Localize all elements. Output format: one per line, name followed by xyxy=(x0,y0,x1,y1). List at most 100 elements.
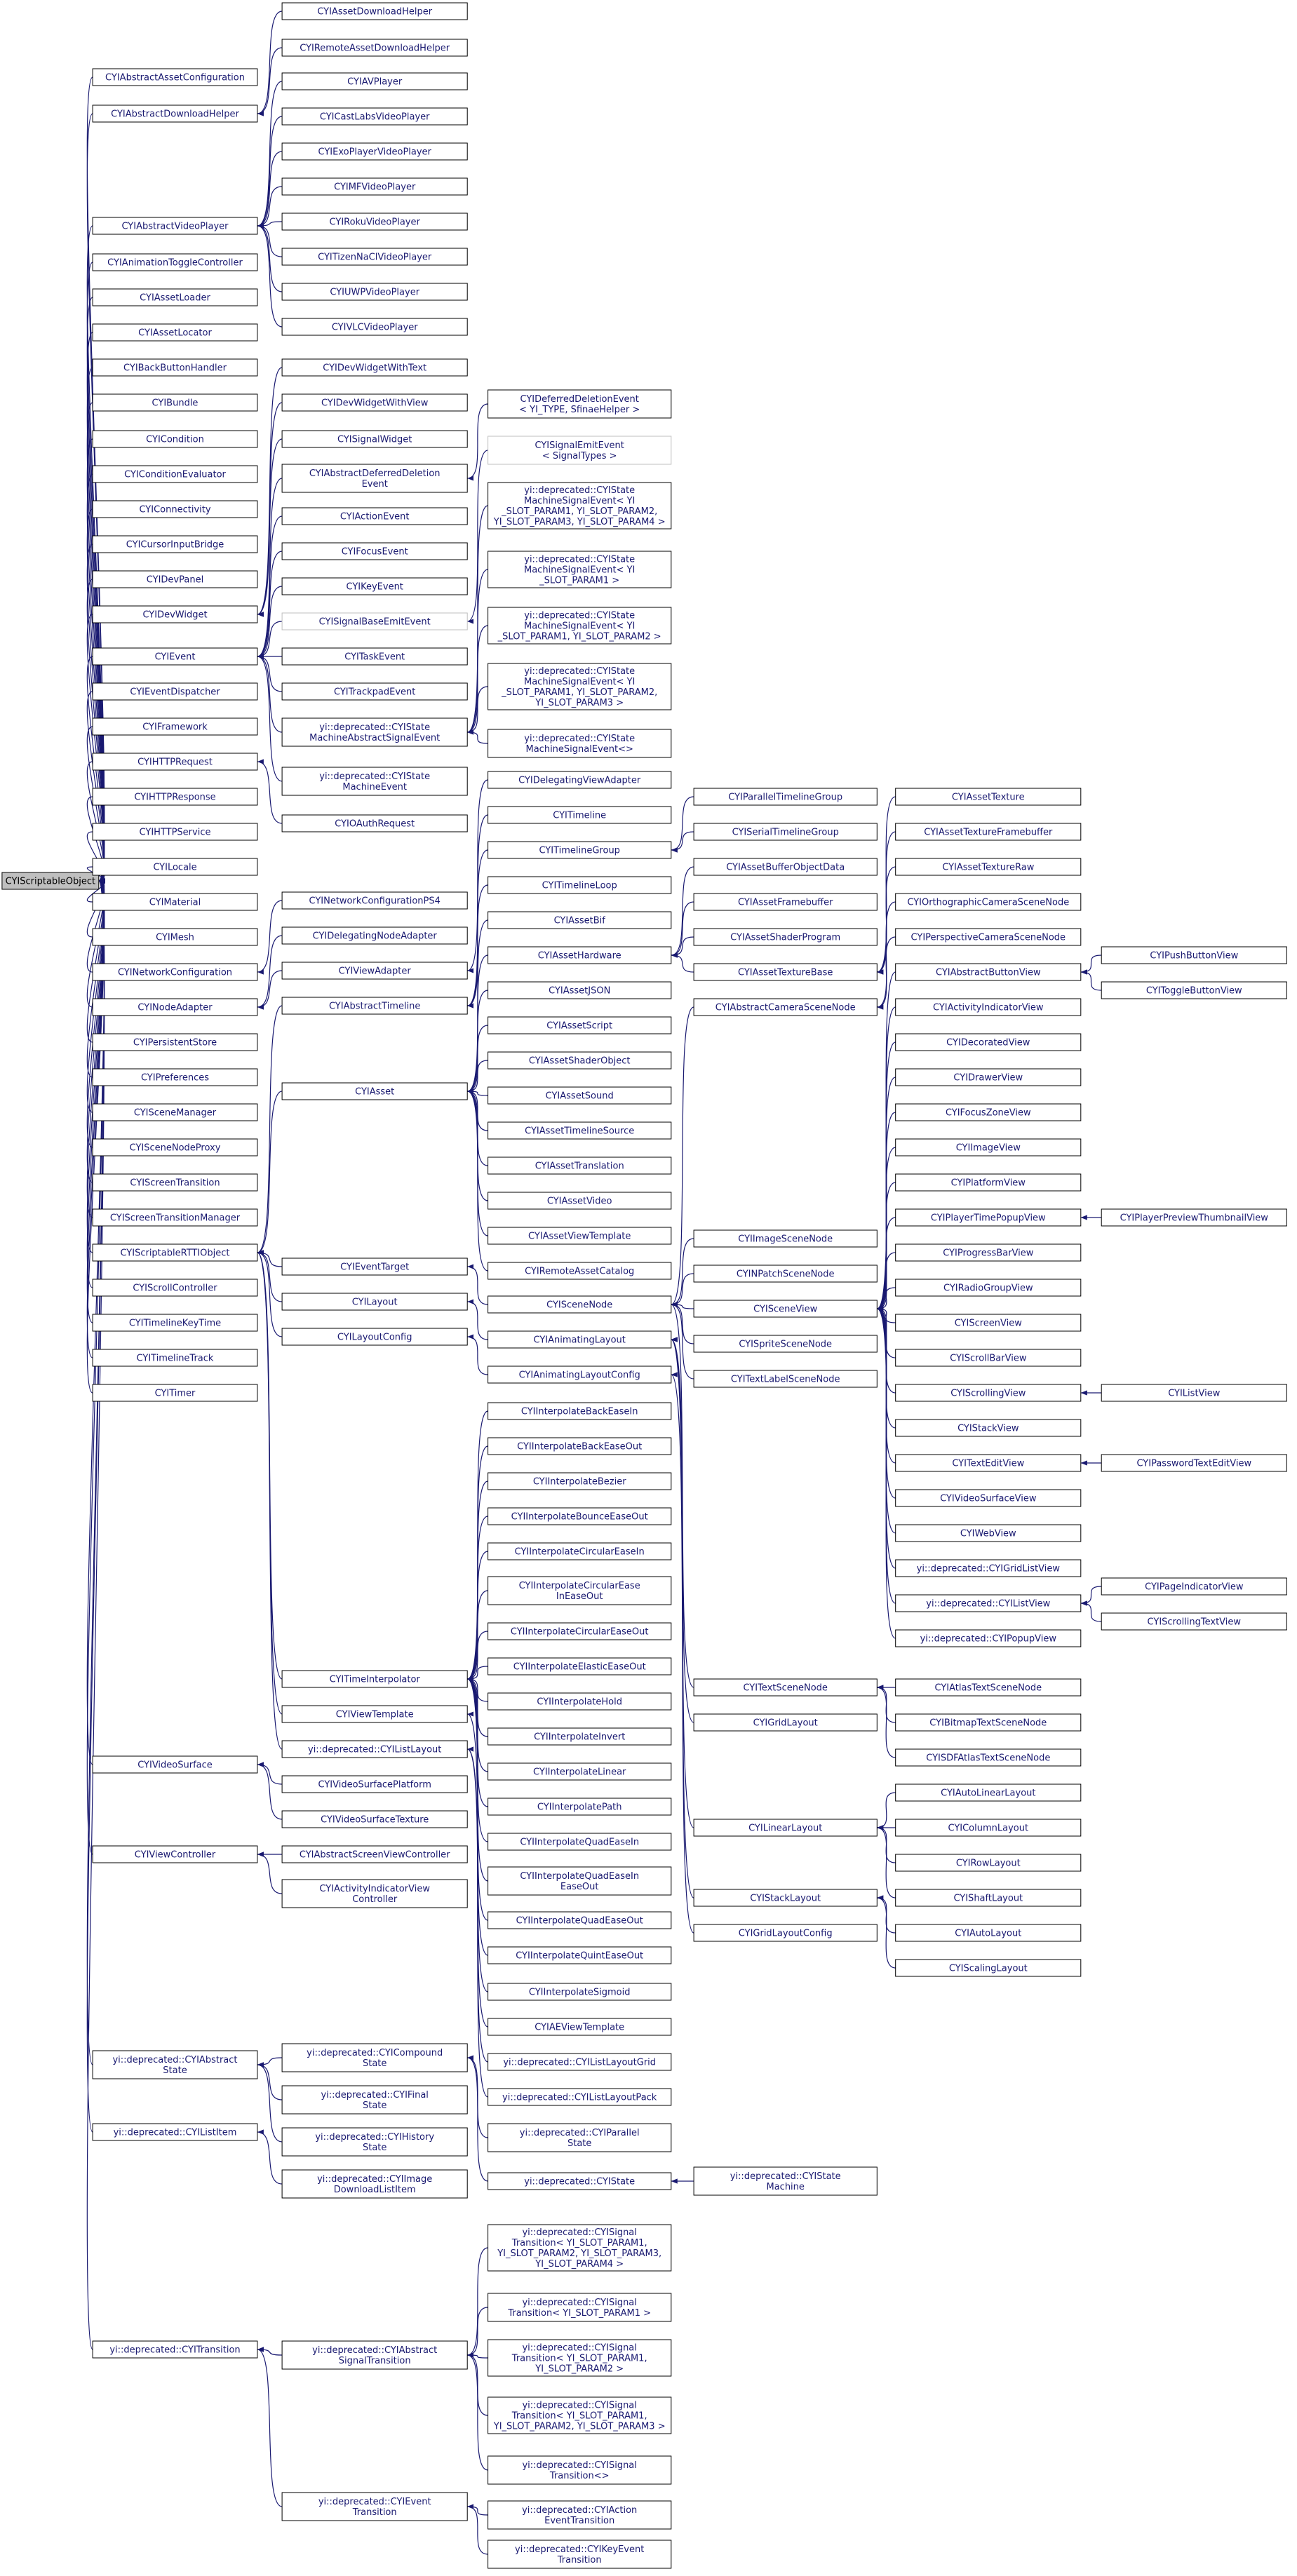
class-node[interactable]: CYIScreenView xyxy=(895,1314,1082,1332)
class-node[interactable]: CYIInterpolatePath xyxy=(488,1798,672,1816)
class-node[interactable]: yi::deprecated::CYIAbstractSignalTransit… xyxy=(281,2340,468,2370)
class-node[interactable]: CYIPersistentStore xyxy=(92,1033,258,1051)
class-node[interactable]: CYIAutoLinearLayout xyxy=(895,1783,1082,1802)
class-node[interactable]: CYIAssetTextureFramebuffer xyxy=(895,823,1082,841)
class-node[interactable]: CYINetworkConfigurationPS4 xyxy=(281,891,468,910)
class-node[interactable]: CYIInterpolateSigmoid xyxy=(488,1983,672,2001)
class-node[interactable]: CYILocale xyxy=(92,858,258,876)
class-node[interactable]: CYIDrawerView xyxy=(895,1068,1082,1086)
class-node[interactable]: CYIPlayerTimePopupView xyxy=(895,1208,1082,1227)
class-node[interactable]: CYICastLabsVideoPlayer xyxy=(281,107,468,126)
class-node[interactable]: CYIGridLayoutConfig xyxy=(693,1924,878,1942)
class-node[interactable]: CYITimelineGroup xyxy=(488,841,672,859)
class-node[interactable]: CYIAtlasTextSceneNode xyxy=(895,1678,1082,1697)
class-node[interactable]: CYIPlayerPreviewThumbnailView xyxy=(1101,1208,1287,1227)
class-node[interactable]: CYISceneView xyxy=(693,1300,878,1318)
class-node[interactable]: CYIVideoSurfaceTexture xyxy=(281,1810,468,1828)
class-node[interactable]: CYIDevWidget xyxy=(92,605,258,623)
class-node[interactable]: CYIVLCVideoPlayer xyxy=(281,318,468,336)
class-node[interactable]: CYIDelegatingViewAdapter xyxy=(488,771,672,789)
class-node[interactable]: yi::deprecated::CYIState xyxy=(488,2172,672,2190)
class-node[interactable]: CYIInterpolateCircularEaseOut xyxy=(488,1622,672,1640)
class-node[interactable]: CYIVideoSurfaceView xyxy=(895,1489,1082,1507)
class-node[interactable]: CYIScrollBarView xyxy=(895,1349,1082,1367)
class-node[interactable]: CYIAutoLayout xyxy=(895,1924,1082,1942)
class-node[interactable]: yi::deprecated::CYIListLayoutGrid xyxy=(488,2053,672,2071)
class-node[interactable]: CYIInterpolateBackEaseIn xyxy=(488,1402,672,1420)
class-node[interactable]: CYIAssetBufferObjectData xyxy=(693,858,878,876)
class-node[interactable]: CYIAbstractVideoPlayer xyxy=(92,217,258,235)
class-node[interactable]: CYIAbstractScreenViewController xyxy=(281,1845,468,1863)
class-node[interactable]: CYIAssetDownloadHelper xyxy=(281,2,468,20)
class-node[interactable]: CYITextEditView xyxy=(895,1454,1082,1472)
class-node[interactable]: CYIInterpolateHold xyxy=(488,1692,672,1711)
class-node[interactable]: CYIOrthographicCameraSceneNode xyxy=(895,893,1082,911)
class-node[interactable]: CYINPatchSceneNode xyxy=(693,1265,878,1283)
class-node[interactable]: CYIDecoratedView xyxy=(895,1033,1082,1051)
class-node[interactable]: CYIMFVideoPlayer xyxy=(281,177,468,196)
class-node[interactable]: CYIAssetViewTemplate xyxy=(488,1227,672,1245)
class-node[interactable]: CYITimer xyxy=(92,1384,258,1402)
class-node[interactable]: CYIParallelTimelineGroup xyxy=(693,788,878,806)
class-node[interactable]: CYIAnimationToggleController xyxy=(92,253,258,271)
class-node[interactable]: CYIInterpolateQuintEaseOut xyxy=(488,1946,672,1964)
class-node[interactable]: CYIAnimatingLayoutConfig xyxy=(488,1365,672,1384)
class-node[interactable]: CYIViewTemplate xyxy=(281,1705,468,1723)
class-node[interactable]: yi::deprecated::CYIListLayoutPack xyxy=(488,2088,672,2106)
class-node[interactable]: CYINetworkConfiguration xyxy=(92,963,258,981)
class-node[interactable]: CYITimelineKeyTime xyxy=(92,1314,258,1332)
class-node[interactable]: CYIDevWidgetWithView xyxy=(281,393,468,412)
class-node[interactable]: CYIScrollingTextView xyxy=(1101,1612,1287,1631)
class-node[interactable]: CYISpriteSceneNode xyxy=(693,1335,878,1353)
class-node[interactable]: CYIDelegatingNodeAdapter xyxy=(281,926,468,945)
class-node[interactable]: CYIAssetVideo xyxy=(488,1192,672,1210)
class-node[interactable]: CYISceneManager xyxy=(92,1103,258,1121)
class-node[interactable]: CYIPageIndicatorView xyxy=(1101,1577,1287,1596)
class-node[interactable]: CYIAbstractTimeline xyxy=(281,997,468,1015)
class-node[interactable]: yi::deprecated::CYIListItem xyxy=(92,2123,258,2141)
class-node[interactable]: CYIEvent xyxy=(92,647,258,666)
class-node[interactable]: yi::deprecated::CYIStateMachineSignalEve… xyxy=(488,663,672,710)
class-node[interactable]: CYIAssetShaderProgram xyxy=(693,928,878,946)
class-node[interactable]: CYIBundle xyxy=(92,393,258,412)
class-node[interactable]: CYIAEViewTemplate xyxy=(488,2018,672,2036)
class-node[interactable]: CYIInterpolateInvert xyxy=(488,1727,672,1746)
class-node[interactable]: yi::deprecated::CYIGridListView xyxy=(895,1559,1082,1577)
class-node[interactable]: CYIAssetTextureRaw xyxy=(895,858,1082,876)
class-node[interactable]: CYIEventDispatcher xyxy=(92,682,258,701)
class-node[interactable]: yi::deprecated::CYIListLayout xyxy=(281,1740,468,1758)
class-node[interactable]: CYIRadioGroupView xyxy=(895,1279,1082,1297)
class-node[interactable]: CYIAssetTranslation xyxy=(488,1156,672,1175)
class-node[interactable]: CYIActionEvent xyxy=(281,507,468,525)
class-node[interactable]: CYIKeyEvent xyxy=(281,577,468,595)
class-node[interactable]: CYIScreenTransitionManager xyxy=(92,1208,258,1227)
class-node[interactable]: CYIAssetSound xyxy=(488,1086,672,1105)
class-node[interactable]: CYIHTTPRequest xyxy=(92,753,258,771)
class-node[interactable]: CYIActivityIndicatorView xyxy=(895,998,1082,1016)
class-node[interactable]: CYIAsset xyxy=(281,1082,468,1100)
class-node[interactable]: CYILayoutConfig xyxy=(281,1328,468,1346)
class-node[interactable]: CYIScalingLayout xyxy=(895,1959,1082,1977)
class-node[interactable]: CYISerialTimelineGroup xyxy=(693,823,878,841)
class-node[interactable]: CYIRemoteAssetDownloadHelper xyxy=(281,39,468,57)
class-node[interactable]: CYIBitmapTextSceneNode xyxy=(895,1713,1082,1732)
class-node[interactable]: CYISignalWidget xyxy=(281,430,468,448)
class-node[interactable]: CYIDeferredDeletionEvent< YI_TYPE, Sfina… xyxy=(488,389,672,419)
class-node[interactable]: CYIAssetShaderObject xyxy=(488,1051,672,1070)
class-node[interactable]: yi::deprecated::CYIStateMachineSignalEve… xyxy=(488,482,672,530)
class-node[interactable]: CYIInterpolateQuadEaseOut xyxy=(488,1911,672,1929)
class-node[interactable]: CYIMaterial xyxy=(92,893,258,911)
class-node[interactable]: CYIAbstractButtonView xyxy=(895,963,1082,981)
